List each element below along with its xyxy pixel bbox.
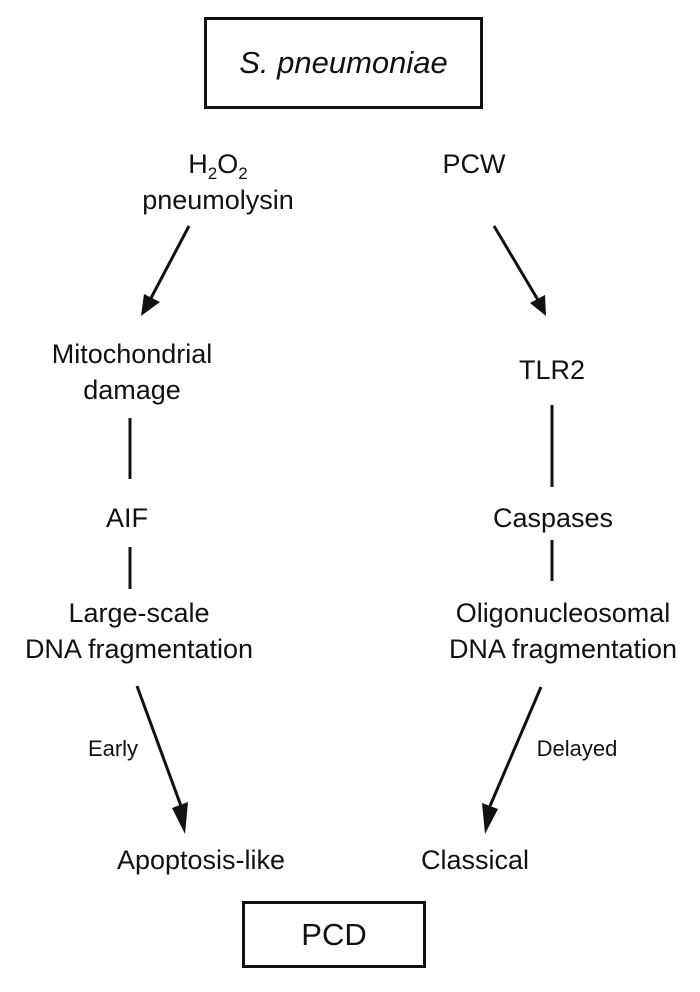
oligonucleosomal-line1: Oligonucleosomal — [455, 598, 671, 628]
caspases-node: Caspases — [492, 503, 614, 533]
arrow-oligonucleosomal-to-classical — [482, 686, 543, 834]
mitochondrial-damage-node: Mitochondrial damage — [52, 336, 213, 408]
oligonucleosomal-line2: DNA fragmentation — [448, 634, 678, 664]
bottom-node-pcd: PCD — [242, 901, 426, 968]
tlr2-node: TLR2 — [518, 355, 586, 385]
pneumolysin-label: pneumolysin — [142, 185, 294, 215]
top-node-label: S. pneumoniae — [239, 45, 448, 80]
h2o2-formula: H2O2 — [188, 149, 248, 183]
arrow-pcw-to-tlr2 — [492, 225, 546, 316]
top-node-s-pneumoniae: S. pneumoniae — [204, 17, 483, 109]
edge-label-early: Early — [87, 736, 139, 761]
large-scale-line2: DNA fragmentation — [24, 634, 254, 664]
bottom-node-label: PCD — [301, 916, 367, 952]
outcome-classical: Classical — [420, 845, 530, 875]
large-scale-dna-fragmentation-node: Large-scale DNA fragmentation — [25, 595, 253, 667]
outcome-apoptosis-like: Apoptosis-like — [116, 845, 286, 875]
mitochondrial-damage-line2: damage — [83, 375, 181, 405]
aif-node: AIF — [105, 503, 149, 533]
edge-label-delayed: Delayed — [536, 736, 618, 761]
arrow-pneumolysin-to-mitochondrial — [141, 225, 191, 316]
right-trigger-pcw: PCW — [442, 149, 506, 179]
arrow-large-scale-to-apoptosis-like — [135, 685, 188, 834]
large-scale-line1: Large-scale — [68, 598, 210, 628]
left-trigger: H2O2 pneumolysin — [142, 146, 294, 218]
mitochondrial-damage-line1: Mitochondrial — [51, 339, 213, 369]
oligonucleosomal-dna-fragmentation-node: Oligonucleosomal DNA fragmentation — [449, 595, 677, 667]
